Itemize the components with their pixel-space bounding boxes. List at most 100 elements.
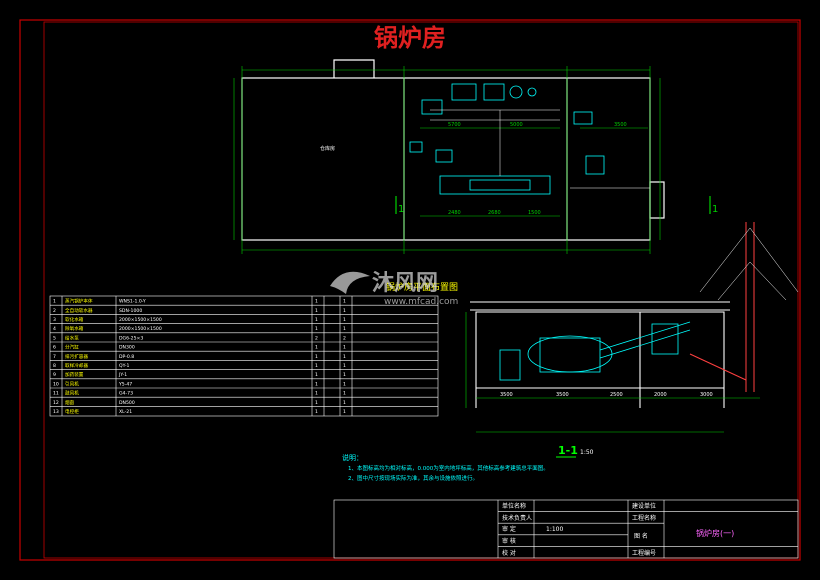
table-cell-name: 鼓风机 (65, 390, 79, 397)
plan-dimension-lines (233, 66, 661, 254)
title-block (333, 499, 799, 559)
table-cell-name: 电控柜 (65, 408, 79, 415)
table-cell-no: 9 (53, 372, 56, 378)
tb-drawing-name-value: 锅炉房(一) (696, 528, 734, 538)
table-cell-note: 1 (315, 299, 318, 305)
table-cell-no: 2 (53, 308, 56, 314)
section-building-outline (475, 311, 725, 408)
table-cell-qty: 1 (343, 299, 346, 305)
table-cell-no: 12 (53, 400, 59, 406)
table-cell-name: 全自动软水器 (65, 307, 93, 314)
table-cell-note: 2 (315, 335, 318, 341)
table-cell-no: 5 (53, 335, 56, 341)
tb-review: 审 核 (502, 537, 516, 545)
section-dim-2: 3500 (556, 392, 569, 398)
tb-construction-unit: 建设单位 (632, 502, 656, 510)
table-cell-spec: Y5-47 (118, 381, 132, 387)
table-cell-qty: 1 (343, 409, 346, 415)
table-cell-note: 1 (315, 317, 318, 323)
plan-dim-mid-1: 2480 (448, 210, 461, 216)
table-cell-note: 1 (315, 409, 318, 415)
table-cell-qty: 1 (343, 400, 346, 406)
plan-right-door (649, 181, 665, 219)
boiler-section (527, 335, 613, 373)
table-cell-name: 分汽缸 (65, 344, 79, 351)
table-cell-qty: 1 (343, 381, 346, 387)
section-dim-4: 2000 (654, 392, 667, 398)
table-cell-note: 1 (315, 345, 318, 351)
table-cell-name: 取样冷却器 (65, 362, 88, 369)
table-cell-note: 1 (315, 363, 318, 369)
table-cell-note: 1 (315, 372, 318, 378)
chimney-stays (699, 227, 799, 301)
table-cell-no: 11 (53, 391, 59, 397)
section-view (470, 301, 730, 408)
table-cell-spec: QY-1 (119, 363, 130, 369)
table-cell-spec: 2000×1500×1500 (119, 317, 162, 323)
table-cell-spec: XL-21 (119, 409, 132, 415)
plan-dim-top-1: 5700 (448, 122, 461, 128)
plan-dim-mid-3: 1500 (528, 210, 541, 216)
plan-roof-opening (333, 59, 375, 78)
tb-project-number: 工程编号 (632, 549, 656, 557)
table-cell-qty: 1 (343, 308, 346, 314)
table-cell-name: 加药装置 (65, 371, 84, 378)
table-cell-spec: 2000×1500×1500 (119, 326, 162, 332)
table-cell-qty: 1 (343, 326, 346, 332)
watermark-logo: 沐风网 www.mfcad.com (330, 271, 458, 307)
section-scale: 1:50 (580, 449, 594, 456)
table-cell-qty: 1 (343, 372, 346, 378)
table-cell-note: 1 (315, 308, 318, 314)
table-cell-spec: WNS1-1.0-Y (119, 299, 146, 305)
table-cell-note: 1 (315, 381, 318, 387)
table-cell-spec: DG6-25×3 (119, 335, 143, 341)
tb-tech-lead: 技术负责人 (502, 514, 532, 522)
table-cell-spec: SDN-1000 (119, 308, 142, 314)
watermark-brand: 沐风网 (372, 271, 438, 296)
tank-plan (585, 155, 605, 175)
table-cell-qty: 1 (343, 345, 346, 351)
table-cell-name: 排污扩容器 (65, 353, 88, 360)
table-cell-no: 8 (53, 363, 56, 369)
table-cell-no: 6 (53, 345, 56, 351)
notes-item-2: 2、图中尺寸按现场实际为准，其余与设施依照进行。 (348, 474, 478, 482)
table-cell-no: 3 (53, 317, 56, 323)
table-cell-qty: 1 (343, 363, 346, 369)
table-cell-name: 除氧水箱 (65, 325, 84, 332)
title-block-text: 单位名称 技术负责人 审 定 1:100 审 核 校 对 建设单位 工程名称 图… (502, 502, 656, 557)
plan-dim-mid-2: 2680 (488, 210, 501, 216)
table-cell-qty: 1 (343, 391, 346, 397)
section-marks (395, 196, 711, 214)
plan-equipment (409, 83, 605, 195)
watermark-url: www.mfcad.com (384, 297, 458, 307)
watermark-wing-icon (330, 271, 370, 294)
outer-border (19, 19, 801, 561)
table-cell-spec: DP-0.8 (119, 354, 134, 360)
section-title: 1-1 (558, 444, 578, 457)
table-cell-name: 烟囱 (65, 399, 75, 406)
tb-check: 校 对 (502, 549, 516, 557)
table-cell-name: 蒸汽锅炉本体 (65, 298, 93, 305)
boiler-plan (439, 175, 551, 195)
plan-room-label: 仓库房 (320, 145, 335, 152)
table-cell-name: 给水泵 (65, 334, 79, 341)
chimney (689, 222, 755, 392)
table-cell-spec: G4-73 (119, 391, 133, 397)
section-dim-1: 3500 (500, 392, 513, 398)
table-cell-spec: JY-1 (118, 372, 127, 378)
table-cell-name: 软化水箱 (65, 316, 84, 323)
table-cell-no: 1 (53, 299, 56, 305)
notes-item-1: 1、本图标高均为相对标高，0.000为室内地坪标高，其他标高参考建筑总平面图。 (348, 464, 549, 472)
section-dim-5: 3000 (700, 392, 713, 398)
table-cell-note: 1 (315, 391, 318, 397)
section-mark-left: 1 (398, 204, 404, 215)
section-mark-right: 1 (712, 204, 718, 215)
tb-approve: 审 定 (502, 525, 516, 533)
table-cell-qty: 1 (343, 354, 346, 360)
tb-scale: 1:100 (546, 526, 563, 533)
table-cell-qty: 2 (343, 335, 346, 341)
section-dim-3: 2500 (610, 392, 623, 398)
pump-plan (509, 85, 523, 99)
